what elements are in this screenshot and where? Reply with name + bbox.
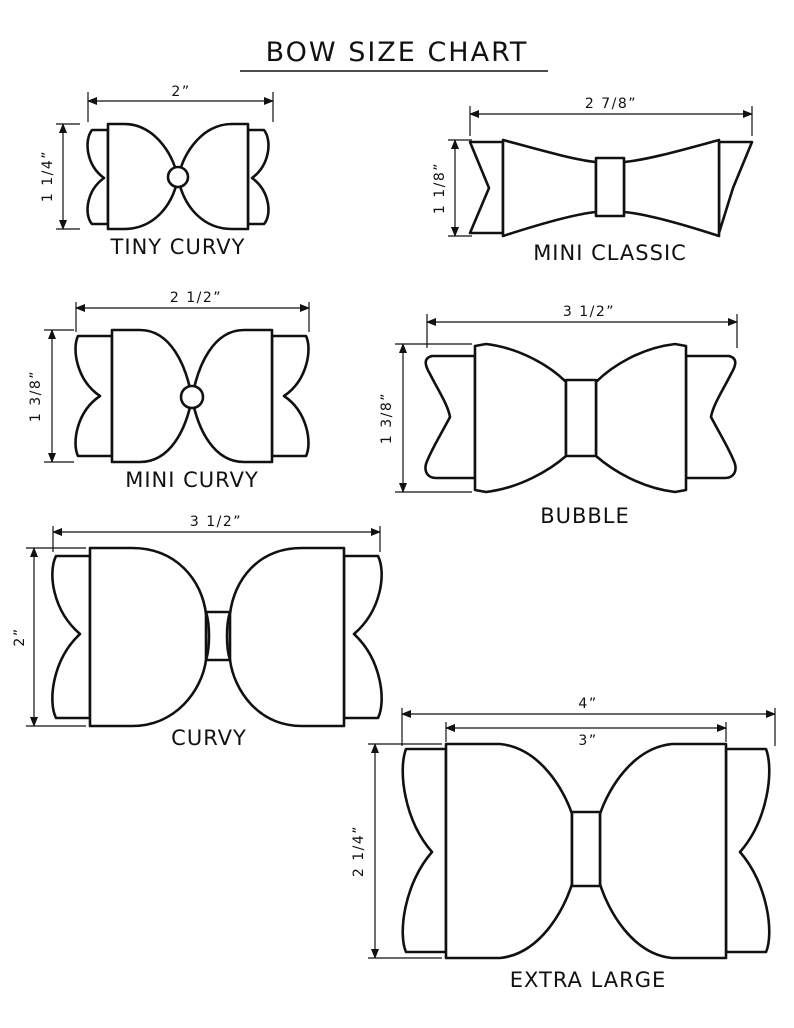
extra-large-inner-width-label: 3” xyxy=(578,733,597,749)
curvy-drawing xyxy=(51,546,383,728)
extra-large-drawing xyxy=(401,742,771,960)
bow-extra-large: 4” 3” 2 1/4” EXTRA LARGE xyxy=(351,696,776,992)
curvy-height-label: 2” xyxy=(12,627,28,646)
bow-curvy: 3 1/2” 2” CURVY xyxy=(12,514,383,750)
bow-mini-classic: 2 7/8” 1 1/8” MINI CLASSIC xyxy=(432,96,754,265)
bubble-name: BUBBLE xyxy=(540,504,630,528)
extra-large-height-label: 2 1/4” xyxy=(351,825,367,877)
mini-classic-height-label: 1 1/8” xyxy=(432,162,448,214)
tiny-curvy-drawing xyxy=(86,122,270,231)
bow-tiny-curvy: 2” 1 1/4” TINY CURVY xyxy=(40,84,274,259)
mini-curvy-width-label: 2 1/2” xyxy=(170,290,222,306)
mini-classic-width-label: 2 7/8” xyxy=(585,96,637,112)
tiny-curvy-height-label: 1 1/4” xyxy=(40,150,56,202)
chart-title: BOW SIZE CHART xyxy=(266,37,529,68)
curvy-width-label: 3 1/2” xyxy=(190,514,242,530)
mini-classic-name: MINI CLASSIC xyxy=(533,241,687,265)
mini-classic-drawing xyxy=(468,138,754,238)
bow-mini-curvy: 2 1/2” 1 3/8” MINI CURVY xyxy=(28,290,310,492)
mini-curvy-drawing xyxy=(74,328,310,464)
tiny-curvy-width-label: 2” xyxy=(171,84,190,100)
bubble-drawing xyxy=(424,342,737,494)
extra-large-name: EXTRA LARGE xyxy=(510,968,667,992)
extra-large-width-label: 4” xyxy=(578,696,597,712)
bow-bubble: 3 1/2” 1 3/8” BUBBLE xyxy=(379,304,738,528)
bubble-height-label: 1 3/8” xyxy=(379,392,395,444)
curvy-name: CURVY xyxy=(171,726,247,750)
mini-curvy-height-label: 1 3/8” xyxy=(28,370,44,422)
bubble-width-label: 3 1/2” xyxy=(563,304,615,320)
mini-curvy-name: MINI CURVY xyxy=(125,468,259,492)
tiny-curvy-name: TINY CURVY xyxy=(110,235,246,259)
